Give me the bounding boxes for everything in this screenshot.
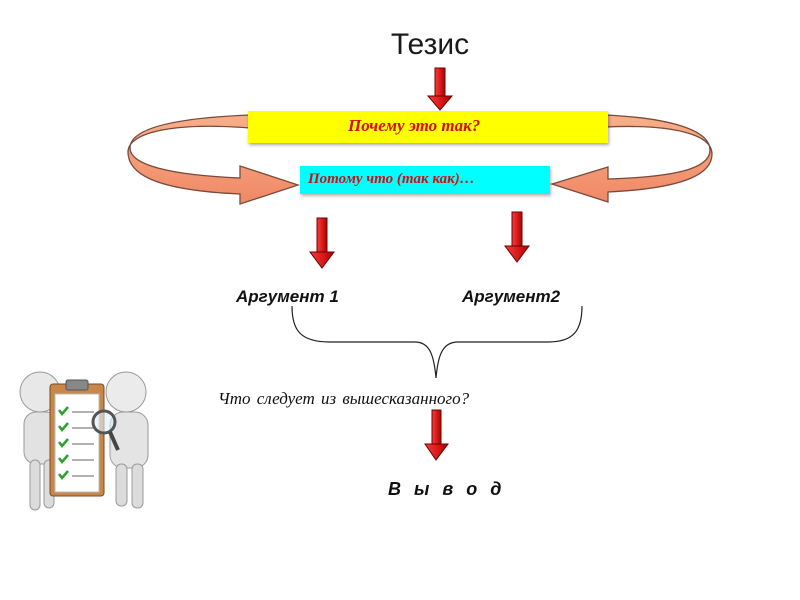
down-arrow-thesis — [426, 67, 454, 111]
right-loop-arrow — [549, 114, 713, 203]
argument-1-label: Аргумент 1 — [236, 287, 339, 306]
conclusion-label: В ы в о д — [388, 479, 506, 499]
left-loop-arrow — [127, 114, 301, 205]
down-arrow-argument-1 — [309, 217, 335, 269]
people-with-checklist-clipboard-icon — [19, 371, 149, 511]
curly-brace — [291, 305, 583, 379]
thesis-title: Тезис — [390, 28, 470, 61]
question-bar — [248, 111, 608, 143]
argument-2-label: Аргумент2 — [462, 287, 561, 306]
because-bar — [300, 166, 550, 194]
because-text: Потому что (так как)… — [308, 171, 475, 187]
down-arrow-conclusion — [424, 409, 449, 461]
conclusion-question: Что следует из вышесказанного? — [218, 389, 470, 408]
question-text: Почему это так? — [348, 116, 481, 135]
down-arrow-argument-2 — [504, 211, 530, 263]
